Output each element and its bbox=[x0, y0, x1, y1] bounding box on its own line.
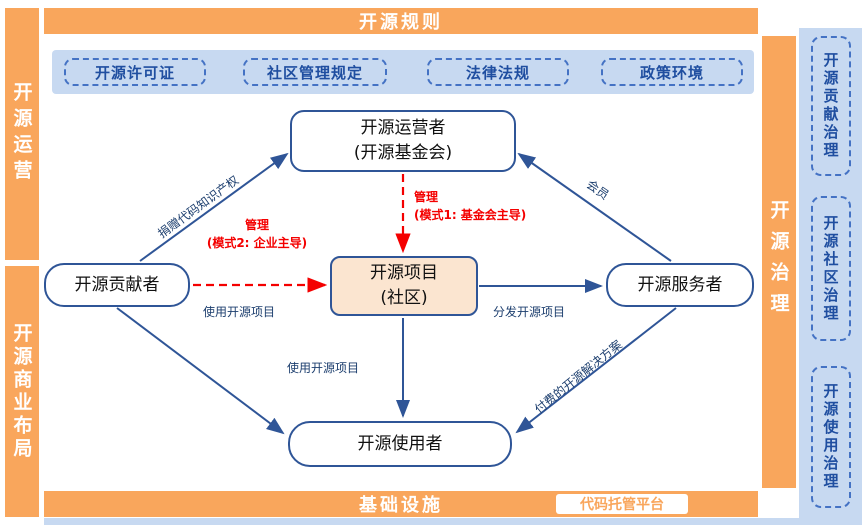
node-operator: 开源运营者 (开源基金会) bbox=[290, 110, 516, 172]
edge-label-use-center: 使用开源项目 bbox=[286, 361, 359, 375]
node-user: 开源使用者 bbox=[288, 421, 512, 467]
governance-box-community: 开源社区治理 bbox=[811, 196, 851, 341]
node-project-line2: (社区) bbox=[380, 288, 428, 308]
right-banner: 开源治理 bbox=[762, 36, 796, 488]
rules-band bbox=[52, 50, 754, 94]
left-bottom-banner: 开源商业布局 bbox=[5, 266, 39, 517]
rule-box-community-rules: 社区管理规定 bbox=[243, 58, 387, 86]
edge-label-use-left: 使用开源项目 bbox=[202, 305, 275, 319]
rule-box-policy: 政策环境 bbox=[601, 58, 743, 86]
node-contributor: 开源贡献者 bbox=[44, 263, 190, 307]
governance-box-contribution: 开源贡献治理 bbox=[811, 36, 851, 176]
rule-box-license: 开源许可证 bbox=[64, 58, 206, 86]
edge-label-distribute: 分发开源项目 bbox=[492, 305, 565, 319]
edge-label-manage-mode1: 管理 (模式1: 基金会主导) bbox=[414, 188, 584, 224]
node-servicer: 开源服务者 bbox=[606, 263, 754, 307]
rule-box-laws: 法律法规 bbox=[427, 58, 569, 86]
node-user-label: 开源使用者 bbox=[357, 433, 443, 454]
node-project-line1: 开源项目 bbox=[370, 263, 438, 284]
node-contributor-label: 开源贡献者 bbox=[74, 274, 160, 295]
governance-box-usage: 开源使用治理 bbox=[811, 366, 851, 508]
edge-label-manage-mode2: 管理 (模式2: 企业主导) bbox=[182, 216, 332, 252]
left-top-banner: 开源运营 bbox=[5, 8, 39, 260]
edge-contributor-user-arrow bbox=[116, 307, 285, 435]
governance-column bbox=[799, 28, 862, 525]
node-operator-line2: (开源基金会) bbox=[353, 143, 453, 163]
edge-label-manage-mode2-line2: (模式2: 企业主导) bbox=[206, 236, 308, 250]
code-hosting-platform-tag: 代码托管平台 bbox=[556, 494, 688, 514]
node-servicer-label: 开源服务者 bbox=[637, 274, 723, 295]
node-project: 开源项目 (社区) bbox=[330, 256, 478, 316]
bottom-blue-strip bbox=[44, 518, 862, 525]
edge-label-manage-mode1-line2: (模式1: 基金会主导) bbox=[414, 208, 527, 222]
edge-label-manage-mode2-line1: 管理 bbox=[244, 218, 269, 232]
node-operator-line1: 开源运营者 bbox=[360, 118, 446, 139]
edge-label-manage-mode1-line1: 管理 bbox=[414, 190, 439, 204]
edge-label-paid-solution: 付费的开源解决方案 bbox=[531, 337, 625, 417]
top-banner: 开源规则 bbox=[44, 8, 758, 34]
